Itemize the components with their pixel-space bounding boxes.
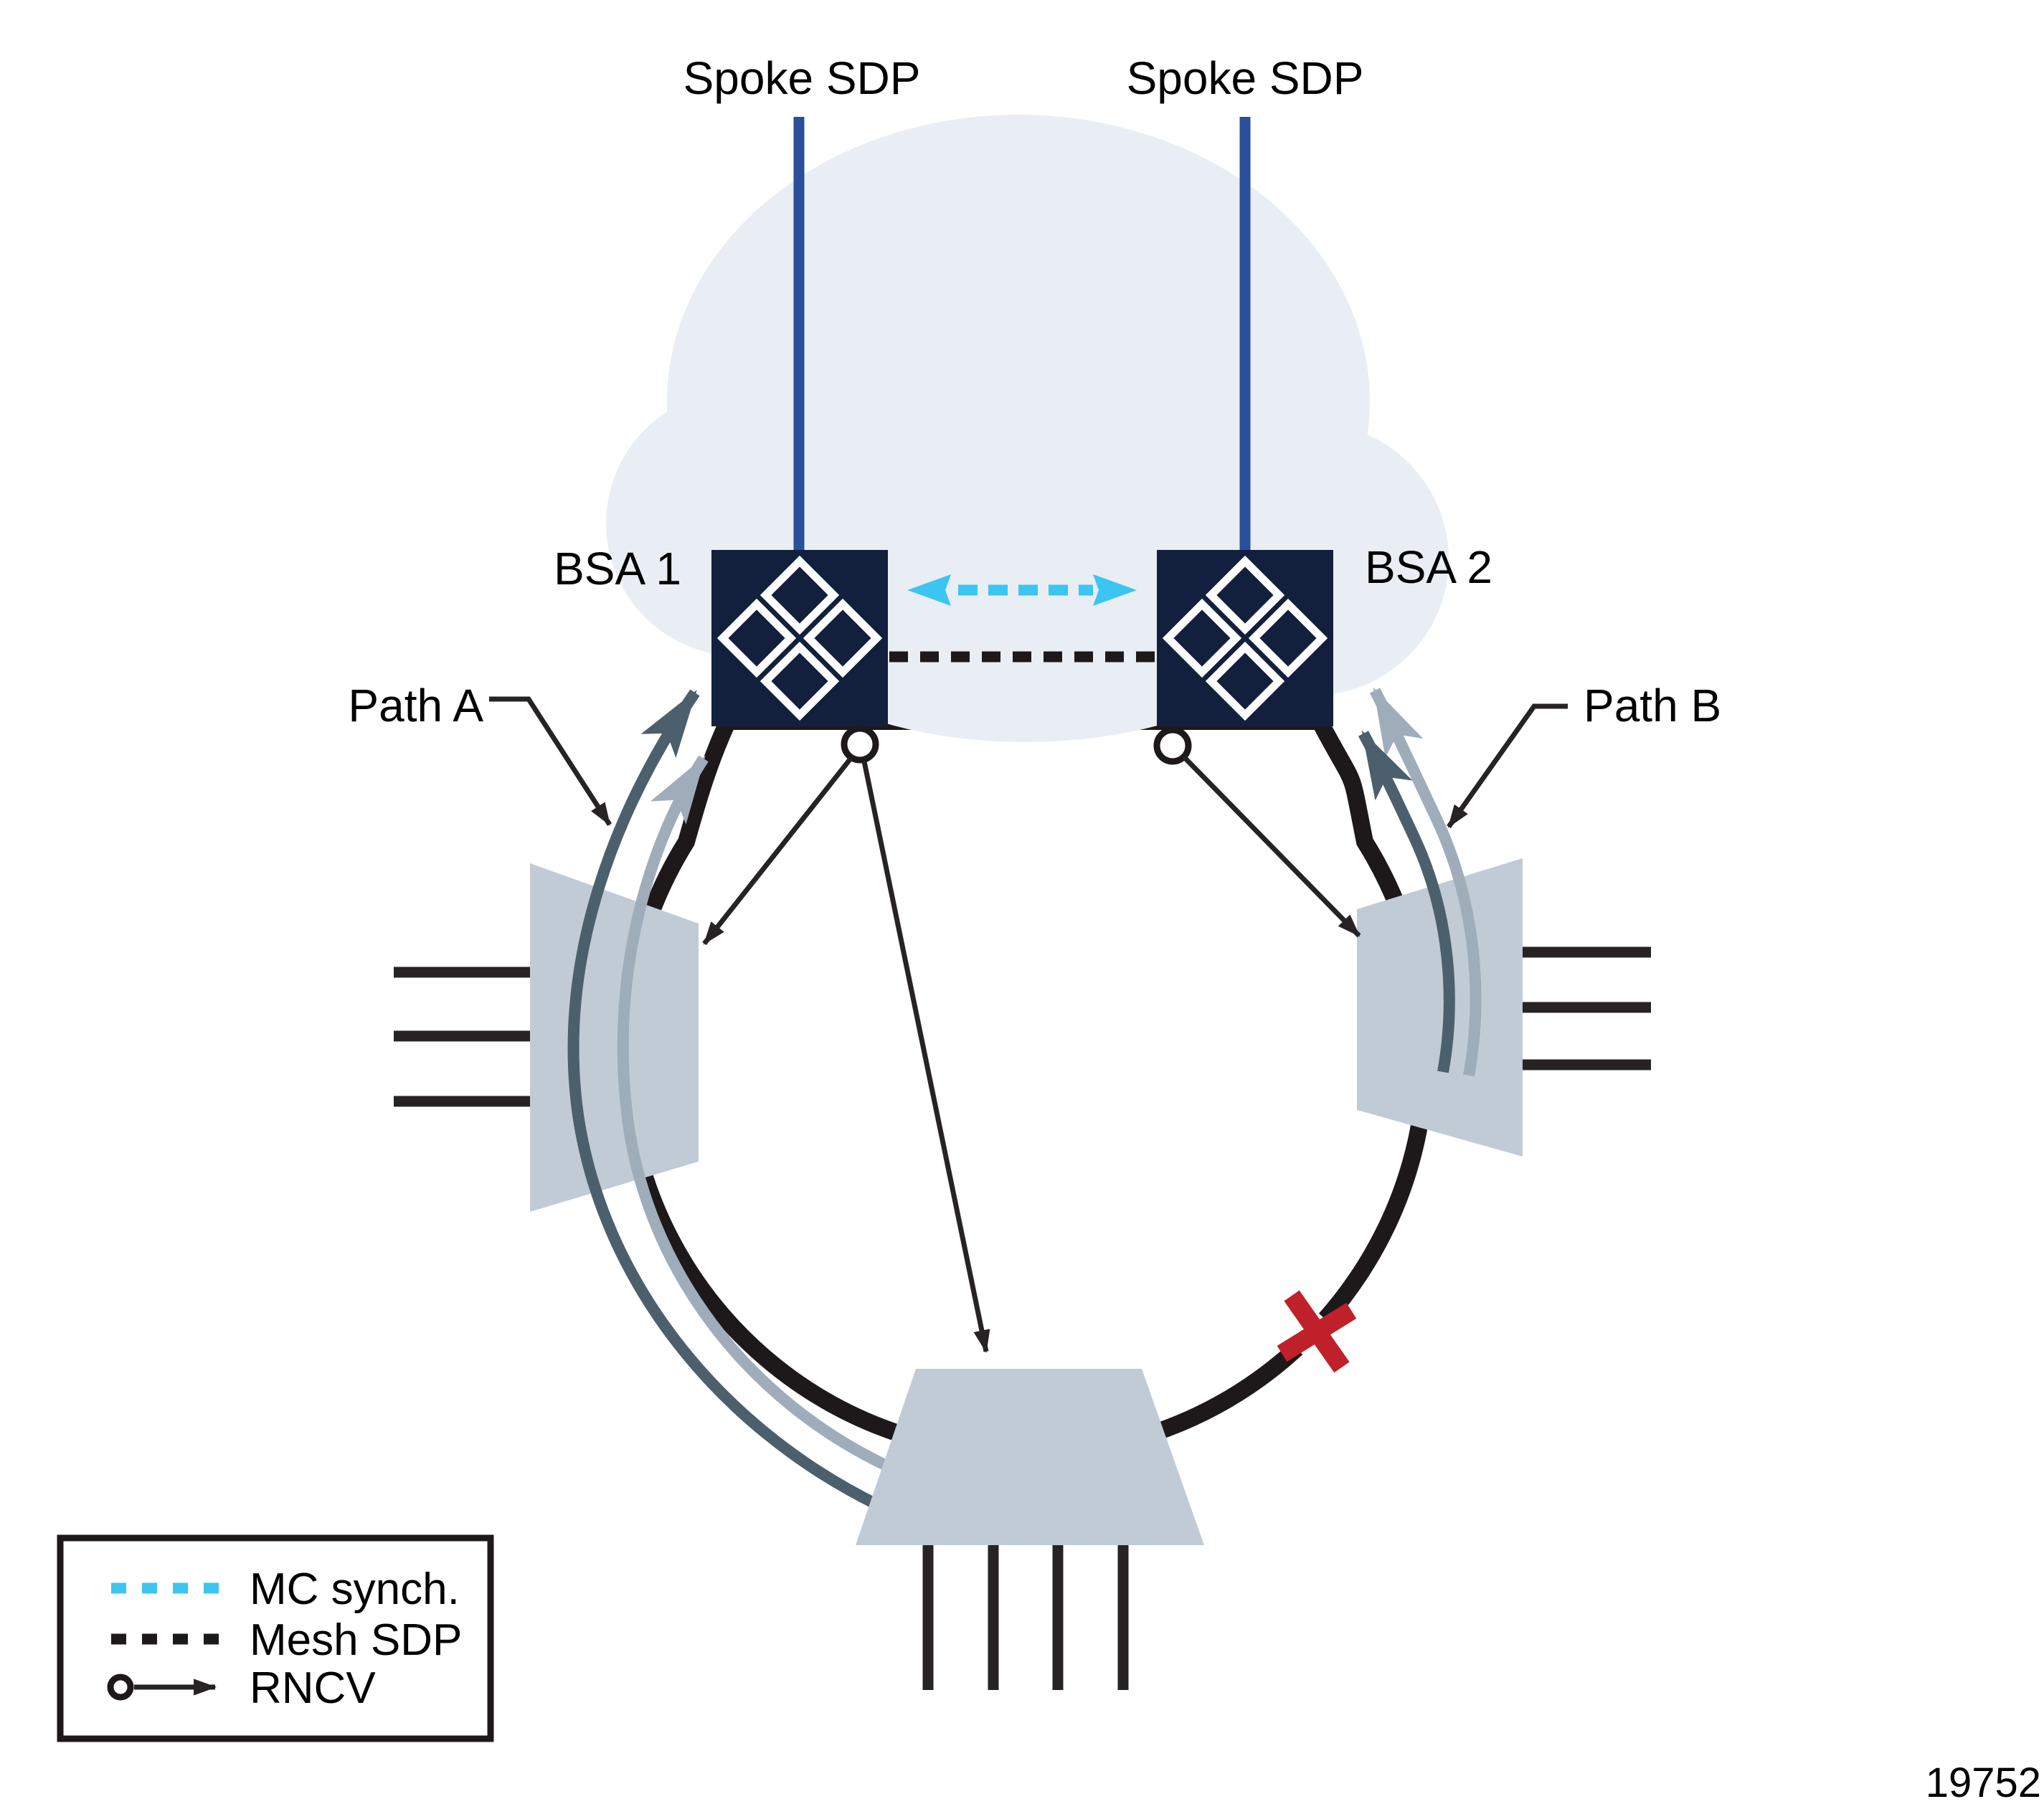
rncv-arrow-bsa1-left	[702, 756, 853, 946]
bsa-diamonds-icon	[1162, 555, 1328, 721]
path-a-leader	[489, 696, 612, 826]
path-b-leader	[1447, 703, 1568, 829]
ring-path	[617, 713, 1434, 1463]
path-b-arc-dark	[1358, 730, 1455, 1073]
ring-node-right	[1357, 858, 1523, 1157]
bsa2-node	[1157, 550, 1333, 726]
legend-box	[57, 1534, 494, 1742]
path-a-arc-light	[617, 755, 892, 1473]
bsa-diamonds-icon	[716, 555, 883, 721]
figure-number: 19752	[1926, 1760, 2041, 1804]
path-a-label: Path A	[348, 680, 483, 731]
path-b-label: Path B	[1584, 680, 1721, 731]
bsa2-label: BSA 2	[1365, 541, 1492, 593]
ring-node-bottom	[856, 1369, 1204, 1545]
arrow-left-head	[907, 574, 951, 606]
path-a-arc-dark	[567, 689, 879, 1510]
bsa1-node	[711, 550, 888, 726]
rncv-arrow-bsa2-right	[1182, 755, 1361, 938]
ring-node-left-links	[394, 967, 538, 1107]
legend: MC synch. Mesh SDP RNCV	[57, 1534, 494, 1742]
mc-synch-arrow	[907, 574, 1137, 606]
legend-rncv-label: RNCV	[250, 1663, 376, 1713]
spoke-sdp-label-right: Spoke SDP	[1127, 52, 1364, 104]
legend-mesh-sdp-label: Mesh SDP	[250, 1615, 462, 1665]
ring-node-left	[530, 863, 699, 1212]
arrow-right-head	[1093, 574, 1137, 606]
spoke-sdp-label-left: Spoke SDP	[683, 52, 921, 104]
rncv-port-bsa2	[1153, 726, 1192, 765]
legend-mc-synch-label: MC synch.	[250, 1565, 460, 1614]
rncv-arrows	[702, 755, 1361, 1353]
bsa1-label: BSA 1	[554, 543, 681, 594]
ring-failure-x-icon	[1277, 1290, 1357, 1373]
ring-node-right-links	[1517, 946, 1651, 1070]
legend-rncv-circle-icon	[107, 1674, 134, 1701]
ring-node-bottom-links	[922, 1542, 1129, 1690]
rncv-arrow-bsa1-bottom	[861, 761, 990, 1353]
rncv-port-bsa1	[841, 725, 879, 764]
